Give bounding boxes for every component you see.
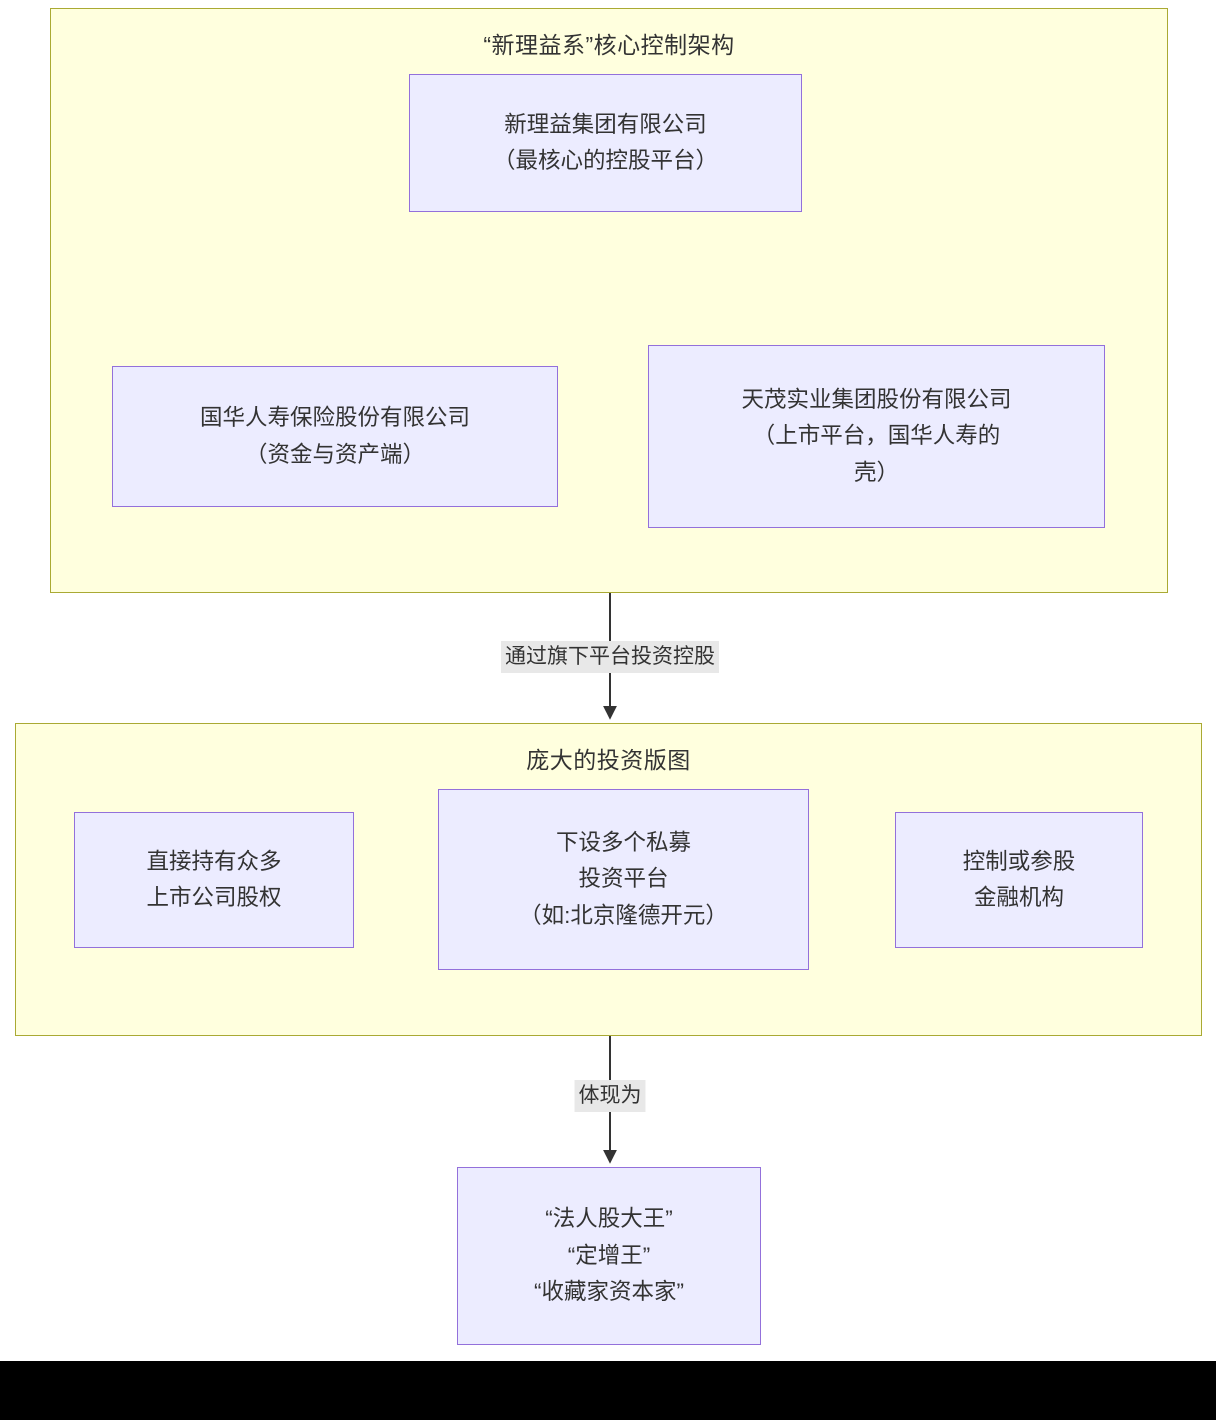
node-guohua-life-text: 国华人寿保险股份有限公司 （资金与资产端） bbox=[123, 400, 547, 473]
node-guohua-life[interactable]: 国华人寿保险股份有限公司 （资金与资产端） bbox=[112, 366, 558, 507]
bottom-letterbox-bar bbox=[0, 1361, 1216, 1420]
node-financial-institutions-text: 控制或参股 金融机构 bbox=[906, 844, 1132, 917]
edge-label-core-to-investment: 通过旗下平台投资控股 bbox=[501, 641, 719, 674]
node-private-funds-text: 下设多个私募 投资平台 （如:北京隆德开元） bbox=[449, 825, 798, 934]
node-nicknames-line1: “法人股大王” bbox=[545, 1206, 673, 1232]
node-private-funds-line3: （如:北京隆德开元） bbox=[519, 902, 728, 928]
cluster-investment-title: 庞大的投资版图 bbox=[526, 747, 691, 773]
node-guohua-life-line1: 国华人寿保险股份有限公司 bbox=[199, 405, 470, 431]
node-tianmao-line1: 天茂实业集团股份有限公司 bbox=[741, 386, 1012, 412]
node-nicknames-text: “法人股大王” “定增王” “收藏家资本家” bbox=[468, 1201, 750, 1310]
node-direct-holdings-text: 直接持有众多 上市公司股权 bbox=[85, 844, 343, 917]
node-holding-platform-line2: （最核心的控股平台） bbox=[492, 148, 718, 173]
node-holding-platform[interactable]: 新理益集团有限公司 （最核心的控股平台） bbox=[409, 74, 802, 212]
node-private-funds[interactable]: 下设多个私募 投资平台 （如:北京隆德开元） bbox=[438, 789, 809, 970]
node-nicknames-line3: “收藏家资本家” bbox=[534, 1279, 684, 1305]
node-financial-institutions[interactable]: 控制或参股 金融机构 bbox=[895, 812, 1143, 948]
node-direct-holdings-line1: 直接持有众多 bbox=[146, 848, 282, 874]
cluster-core-title: “新理益系”核心控制架构 bbox=[483, 32, 735, 58]
node-holding-platform-text: 新理益集团有限公司 （最核心的控股平台） bbox=[420, 107, 791, 180]
node-financial-institutions-line1: 控制或参股 bbox=[962, 848, 1076, 874]
node-nicknames[interactable]: “法人股大王” “定增王” “收藏家资本家” bbox=[457, 1167, 761, 1345]
node-private-funds-line2: 投资平台 bbox=[578, 866, 669, 892]
node-tianmao-line2: （上市平台，国华人寿的 bbox=[752, 423, 1001, 449]
node-tianmao-text: 天茂实业集团股份有限公司 （上市平台，国华人寿的 壳） bbox=[659, 382, 1094, 491]
node-holding-platform-line1: 新理益集团有限公司 bbox=[504, 111, 707, 137]
edge-label-investment-to-nicknames: 体现为 bbox=[574, 1080, 646, 1113]
node-tianmao[interactable]: 天茂实业集团股份有限公司 （上市平台，国华人寿的 壳） bbox=[648, 345, 1105, 528]
node-private-funds-line1: 下设多个私募 bbox=[555, 829, 691, 855]
node-guohua-life-line2: （资金与资产端） bbox=[244, 441, 425, 467]
node-tianmao-line3: 壳） bbox=[853, 459, 899, 485]
node-direct-holdings[interactable]: 直接持有众多 上市公司股权 bbox=[74, 812, 354, 948]
node-financial-institutions-line2: 金融机构 bbox=[973, 885, 1064, 910]
node-nicknames-line2: “定增王” bbox=[567, 1242, 651, 1268]
node-direct-holdings-line2: 上市公司股权 bbox=[146, 885, 282, 910]
